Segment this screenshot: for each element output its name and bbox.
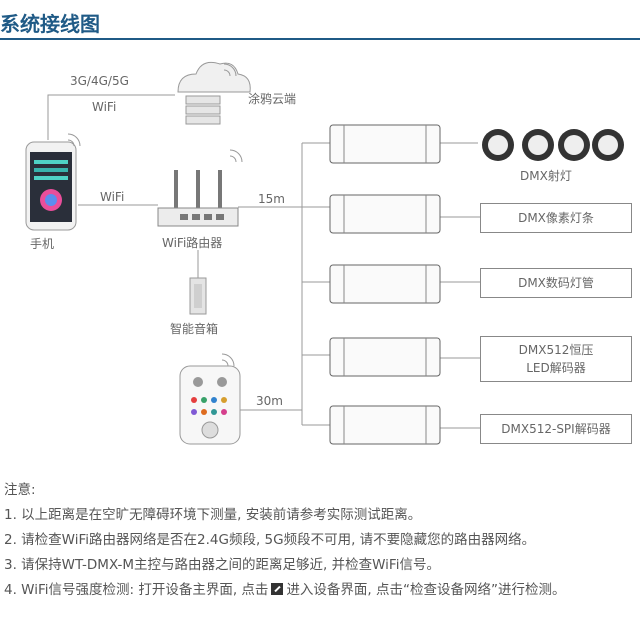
- wifi-router-icon: [157, 170, 239, 227]
- title-divider: [0, 38, 640, 40]
- output-box-cv-decoder: DMX512恒压 LED解码器: [480, 336, 632, 382]
- controller-3: [329, 264, 441, 304]
- note-item: 3. 请保持WT-DMX-M主控与路由器之间的距离足够近, 并检查WiFi信号。: [4, 557, 440, 573]
- note-item: 2. 请检查WiFi路由器网络是否在2.4G频段, 5G频段不可用, 请不要隐藏…: [4, 532, 536, 548]
- notes-section: 注意: 1. 以上距离是在空旷无障碍环境下测量, 安装前请参考实际测试距离。 2…: [4, 478, 640, 603]
- output-label-line2: LED解码器: [526, 361, 586, 375]
- smartphone-icon: [25, 141, 77, 231]
- output-label: DMX数码灯管: [518, 276, 594, 290]
- wiring-diagram: [25, 61, 624, 445]
- output-box-spi-decoder: DMX512-SPI解码器: [480, 414, 632, 444]
- controller-2: [329, 194, 441, 234]
- spotlight-icons: [482, 129, 624, 161]
- notes-heading: 注意:: [4, 482, 36, 498]
- remote-distance-label: 30m: [256, 394, 283, 408]
- note-item-4-after: 进入设备界面, 点击“检查设备网络”进行检测。: [286, 582, 566, 598]
- edit-icon: [271, 583, 284, 595]
- spotlight-label: DMX射灯: [520, 169, 572, 183]
- note-item: 4. WiFi信号强度检测: 打开设备主界面, 点击 进入设备界面, 点击“检查设…: [4, 578, 640, 603]
- router-label: WiFi路由器: [162, 236, 223, 250]
- controller-5: [329, 405, 441, 445]
- controller-4: [329, 337, 441, 377]
- phone-label: 手机: [30, 237, 55, 251]
- phone-wifi-label: WiFi: [100, 190, 125, 204]
- phone-signal-icon: [67, 133, 81, 147]
- note-item-4-before: 4. WiFi信号强度检测: 打开设备主界面, 点击: [4, 582, 269, 598]
- router-distance-label: 15m: [258, 192, 285, 206]
- output-box-digital-tube: DMX数码灯管: [480, 268, 632, 298]
- output-label: DMX像素灯条: [518, 211, 594, 225]
- output-label: DMX512恒压: [518, 343, 594, 357]
- phone-cloud-link: [47, 94, 175, 140]
- page-title: 系统接线图: [0, 12, 100, 36]
- speaker-label: 智能音箱: [170, 322, 219, 336]
- controller-1: [329, 124, 441, 164]
- output-label: DMX512-SPI解码器: [501, 422, 611, 436]
- note-item: 1. 以上距离是在空旷无障碍环境下测量, 安装前请参考实际测试距离。: [4, 507, 422, 523]
- cloud-label: 涂鸦云端: [248, 92, 297, 106]
- cloud-wifi-label: WiFi: [92, 100, 117, 114]
- output-box-pixel-strip: DMX像素灯条: [480, 203, 632, 233]
- cloud-server-icon: [177, 61, 251, 125]
- smart-speaker-icon: [189, 277, 207, 315]
- cloud-link-label: 3G/4G/5G: [70, 74, 129, 88]
- remote-control-icon: [179, 365, 241, 445]
